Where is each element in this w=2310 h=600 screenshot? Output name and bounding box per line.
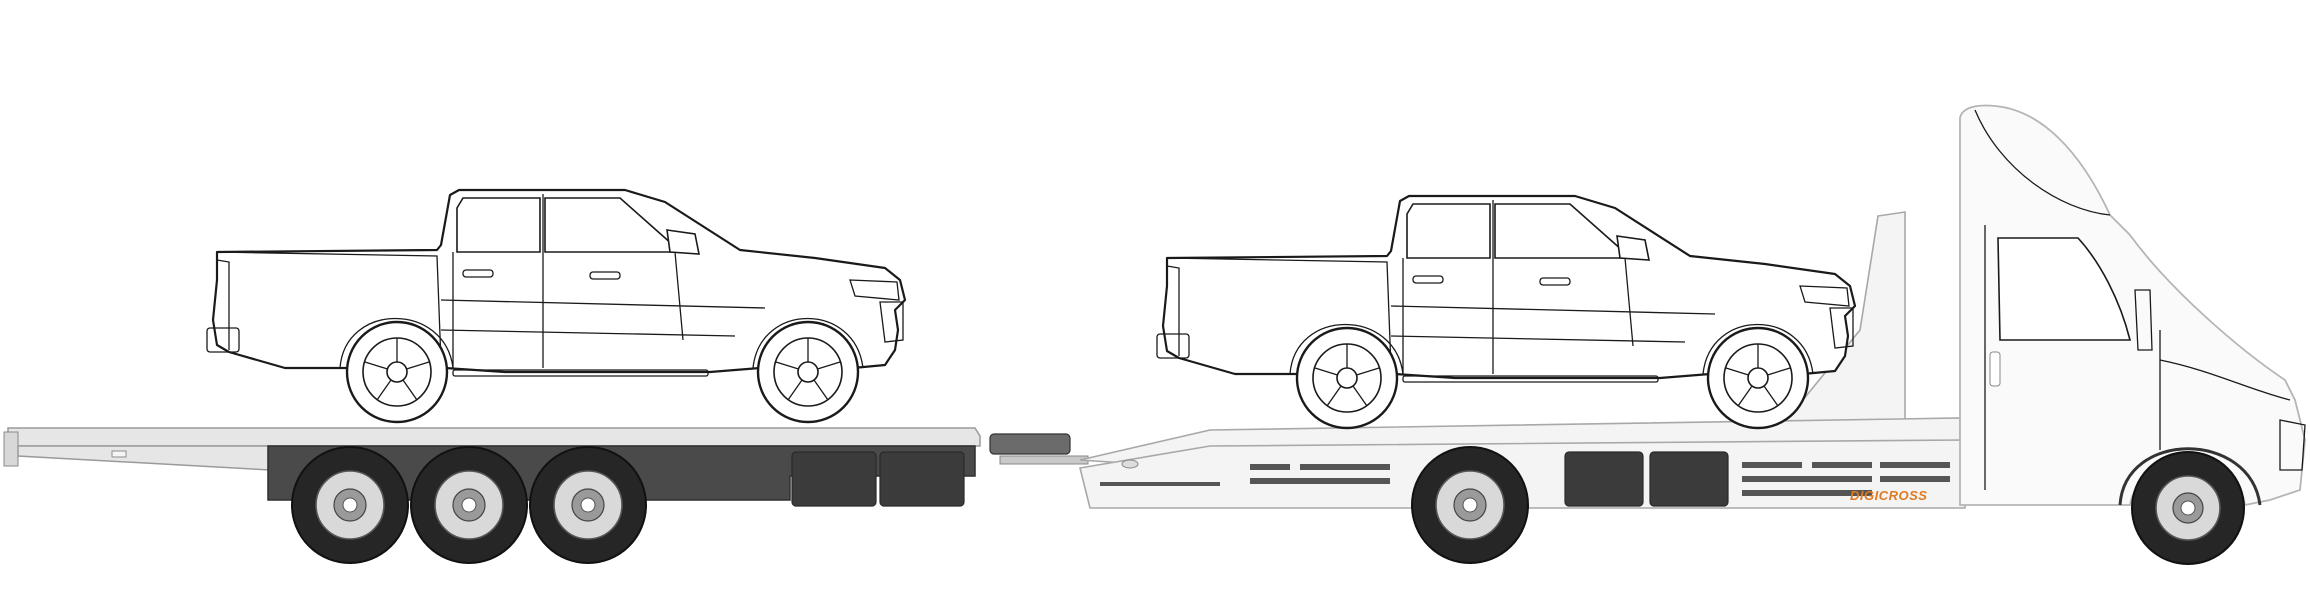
pickup-rear-arch (1289, 323, 1404, 375)
trailer-hitch (999, 455, 1089, 465)
truck-door-handle (1989, 351, 2001, 387)
truck-cab-roof-spoiler (1974, 109, 2111, 216)
pickup-door-seam (1402, 200, 1634, 374)
pickup-side-mirror (1616, 235, 1650, 261)
pickup-front-wheel (756, 320, 860, 424)
truck-lamp (1121, 459, 1139, 469)
trailer-drawbar (989, 433, 1071, 455)
pickup-door-handle (462, 269, 494, 278)
trailer-deck (7, 427, 981, 447)
pickup-headlight (1799, 285, 1850, 307)
truck-mudflap (1649, 451, 1729, 507)
pickup-rear-window (1406, 203, 1491, 259)
flatbed-trailer (3, 427, 1089, 564)
trailer-wheel (410, 446, 528, 564)
pickup-running-board (1402, 375, 1659, 383)
truck-mudflap (1564, 451, 1644, 507)
truck-side-slats (1100, 462, 1950, 496)
pickup-front-arch (1702, 323, 1814, 375)
pickup-rear-wheel (1295, 326, 1399, 430)
truck-wheel-arch (2118, 447, 2262, 506)
pickup-tailgate (1166, 265, 1180, 356)
pickup-rear-bumper (1156, 333, 1190, 359)
pickup-side-mirror (666, 229, 700, 255)
pickup-grille (879, 301, 904, 343)
pickup-rear-wheel (345, 320, 449, 424)
pickup-front-wheel (1706, 326, 1810, 430)
pickup-body-crease (1390, 305, 1716, 343)
trailer-mudflap (791, 451, 877, 507)
carrier-truck: DIGICROSS (1079, 104, 2306, 565)
pickup-door-handle (1539, 277, 1571, 286)
pickup-headlight (849, 279, 900, 301)
pickup-bed-rail (216, 251, 442, 363)
trailer-side-taper (17, 445, 271, 471)
pickup-rear-arch (339, 317, 454, 369)
truck-mirror (2134, 289, 2153, 351)
pickup-door-handle (589, 271, 621, 280)
pickup-door-seam (452, 194, 684, 368)
truck-front-wheel (2131, 451, 2245, 565)
truck-cab-door (1984, 225, 2161, 490)
truck-cab-window (1997, 237, 2132, 341)
pickup-body-crease (440, 299, 766, 337)
truck-hood-line (2159, 359, 2291, 401)
brand-label: DIGICROSS (1850, 488, 1927, 503)
trailer-wheel (291, 446, 409, 564)
pickup-tailgate (216, 259, 230, 350)
pickup-front-arch (752, 317, 864, 369)
trailer-marker-light (111, 450, 127, 458)
trailer-wheel (529, 446, 647, 564)
trailer-rear-bumper (3, 431, 19, 467)
pickup-grille (1829, 307, 1854, 349)
truck-rear-wheel (1411, 446, 1529, 564)
pickup-rear-bumper (206, 327, 240, 353)
pickup-truck-on-carrier (1156, 194, 1857, 430)
truck-grille (2279, 419, 2306, 471)
pickup-truck-on-trailer (206, 188, 907, 424)
pickup-door-handle (1412, 275, 1444, 284)
pickup-rear-window (456, 197, 541, 253)
pickup-bed-rail (1166, 257, 1392, 369)
pickup-running-board (452, 369, 709, 377)
trailer-mudflap (879, 451, 965, 507)
